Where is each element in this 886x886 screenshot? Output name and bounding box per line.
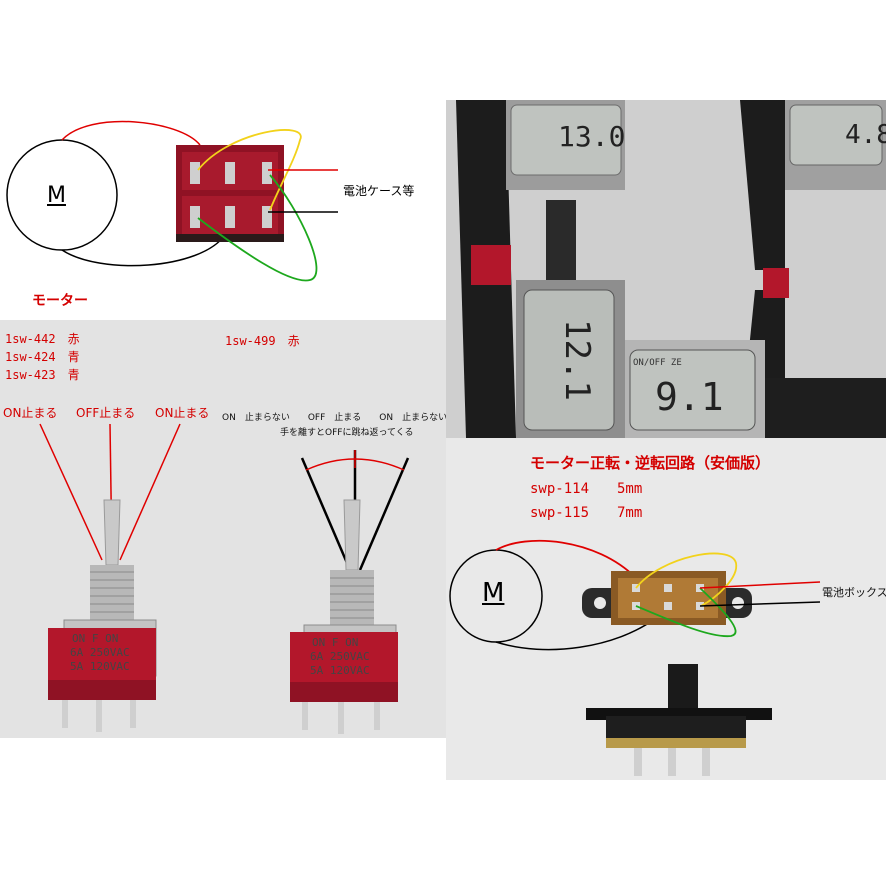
battery-box-label: 電池ボックス bbox=[822, 586, 886, 599]
wiring-diagram-svg bbox=[6, 120, 338, 282]
model-line-2: 1sw-424 青 bbox=[5, 350, 80, 364]
caliper-reading-3: 12.1 bbox=[556, 319, 597, 401]
positions-text: ON 止まらない OFF 止まる ON 止まらない bbox=[222, 413, 448, 423]
model-line-3: 1sw-423 青 bbox=[5, 368, 80, 382]
position-on-left: ON止まる bbox=[3, 406, 58, 420]
toggle-switch-panel-middle: 1sw-499 赤 ON 止まらない OFF 止まる ON 止まらない 手を離す… bbox=[220, 320, 448, 738]
switch-marking-left-3: 5A 120VAC bbox=[70, 660, 130, 673]
caliper-brand-text: ON/OFF ZE bbox=[633, 358, 682, 368]
switch-marking-left-2: 6A 250VAC bbox=[70, 646, 130, 659]
position-off: OFF止まる bbox=[76, 406, 136, 420]
model-1sw-499: 1sw-499 赤 bbox=[225, 334, 300, 348]
swp-114-row: swp-114 5mm bbox=[530, 481, 643, 497]
caliper-reading-2: 4.8 bbox=[845, 120, 886, 150]
caliper-reading-1: 13.0 bbox=[558, 120, 626, 153]
position-on-right: ON止まる bbox=[155, 406, 210, 420]
toggle-switch-left-illustration bbox=[39, 423, 181, 732]
circuit-title: モーター正転・逆転回路（安価版） bbox=[530, 454, 771, 472]
switch-marking-middle-1: ON F ON bbox=[312, 636, 359, 649]
toggle-switch-middle-illustration bbox=[290, 450, 410, 734]
switch-marking-middle-3: 5A 120VAC bbox=[310, 664, 370, 677]
motor-caption: モーター bbox=[32, 293, 88, 309]
battery-case-label: 電池ケース等 bbox=[343, 184, 415, 198]
motor-label-circuit: M bbox=[482, 578, 505, 608]
spring-return-note: 手を離すとOFFに跳ね返ってくる bbox=[280, 428, 414, 438]
caliper-photo-2: 4.8 9.1 ON/OFF ZE bbox=[625, 100, 886, 438]
caliper-1-svg bbox=[446, 100, 625, 438]
caliper-2-svg bbox=[625, 100, 886, 438]
caliper-reading-4: 9.1 bbox=[655, 375, 724, 419]
slide-switch-svg bbox=[449, 539, 821, 776]
model-line-1: 1sw-442 赤 bbox=[5, 332, 80, 346]
swp-115-row: swp-115 7mm bbox=[530, 505, 643, 521]
switch-marking-middle-2: 6A 250VAC bbox=[310, 650, 370, 663]
slide-switch-circuit-panel: モーター正転・逆転回路（安価版） swp-114 5mm swp-115 7mm bbox=[446, 438, 886, 780]
switch-marking-left-1: ON F ON bbox=[72, 632, 119, 645]
motor-wiring-diagram: M 電池ケース等 モーター bbox=[0, 100, 446, 320]
toggle-switch-panel-left: 1sw-442 赤 1sw-424 青 1sw-423 青 ON止まる OFF止… bbox=[0, 320, 220, 738]
caliper-photo-1: 13.0 12.1 bbox=[446, 100, 625, 438]
motor-label: M bbox=[47, 183, 66, 208]
